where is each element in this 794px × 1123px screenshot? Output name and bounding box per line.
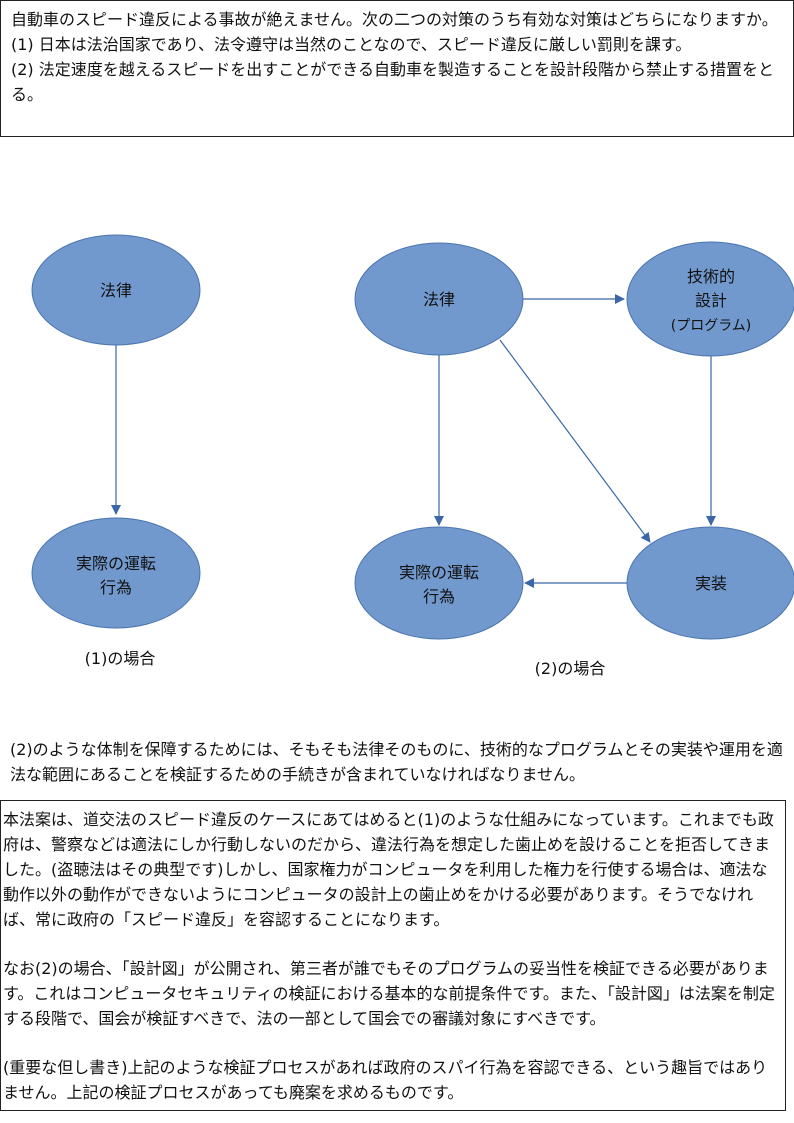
option-1-text: (1) 日本は法治国家であり、法令遵守は当然のことなので、スピード違反に厳しい罰… — [11, 35, 692, 54]
case2-arrow-law-to-implementation — [499, 339, 651, 543]
question-text: 自動車のスピード違反による事故が絶えません。次の二つの対策のうち有効な対策はどち… — [11, 10, 778, 29]
explanation-paragraph-1: 本法案は、道交法のスピード違反のケースにあてはめると(1)のような仕組みになって… — [3, 810, 774, 929]
case1-caption: (1)の場合 — [85, 649, 156, 668]
case2-design-label-1: 技術的 — [687, 267, 735, 286]
case2-design-label-3: (プログラム) — [671, 318, 752, 334]
explanation-paragraph-2: なお(2)の場合、「設計図」が公開され、第三者が誰でもそのプログラムの妥当性を検… — [3, 959, 775, 1028]
case2-driving-node — [354, 526, 524, 640]
case2-driving-label-2: 行為 — [423, 587, 455, 606]
case1-law-node — [31, 234, 201, 346]
case2-driving-label-1: 実際の運転 — [399, 563, 479, 582]
case2-design-node — [626, 241, 794, 357]
case1-driving-label-2: 行為 — [100, 578, 132, 597]
case1-driving-node — [31, 517, 201, 629]
middle-note: (2)のような体制を保障するためには、そもそも法律そのものに、技術的なプログラム… — [10, 740, 783, 784]
question-box: 自動車のスピード違反による事故が絶えません。次の二つの対策のうち有効な対策はどち… — [0, 0, 794, 137]
case2-law-node — [354, 242, 524, 356]
case2-design-label-2: 設計 — [695, 291, 727, 310]
case2-implementation-node — [626, 526, 794, 640]
case1-driving-label-1: 実際の運転 — [76, 554, 156, 573]
explanation-box: 本法案は、道交法のスピード違反のケースにあてはめると(1)のような仕組みになって… — [0, 800, 786, 1111]
case2-implementation-label: 実装 — [695, 574, 727, 593]
case2-caption: (2)の場合 — [535, 659, 606, 678]
option-2-text: (2) 法定速度を越えるスピードを出すことができる自動車を製造することを設計段階… — [11, 60, 774, 104]
explanation-paragraph-3: (重要な但し書き)上記のような検証プロセスがあれば政府のスパイ行為を容認できる、… — [3, 1058, 768, 1102]
case1-law-label: 法律 — [100, 281, 132, 300]
case1-diagram: 法律 実際の運転 行為 (1)の場合 — [31, 234, 201, 668]
case2-diagram: 法律 技術的 設計 (プログラム) 実装 実際の運転 行為 (2)の場合 — [354, 241, 794, 678]
case2-law-label: 法律 — [423, 290, 455, 309]
